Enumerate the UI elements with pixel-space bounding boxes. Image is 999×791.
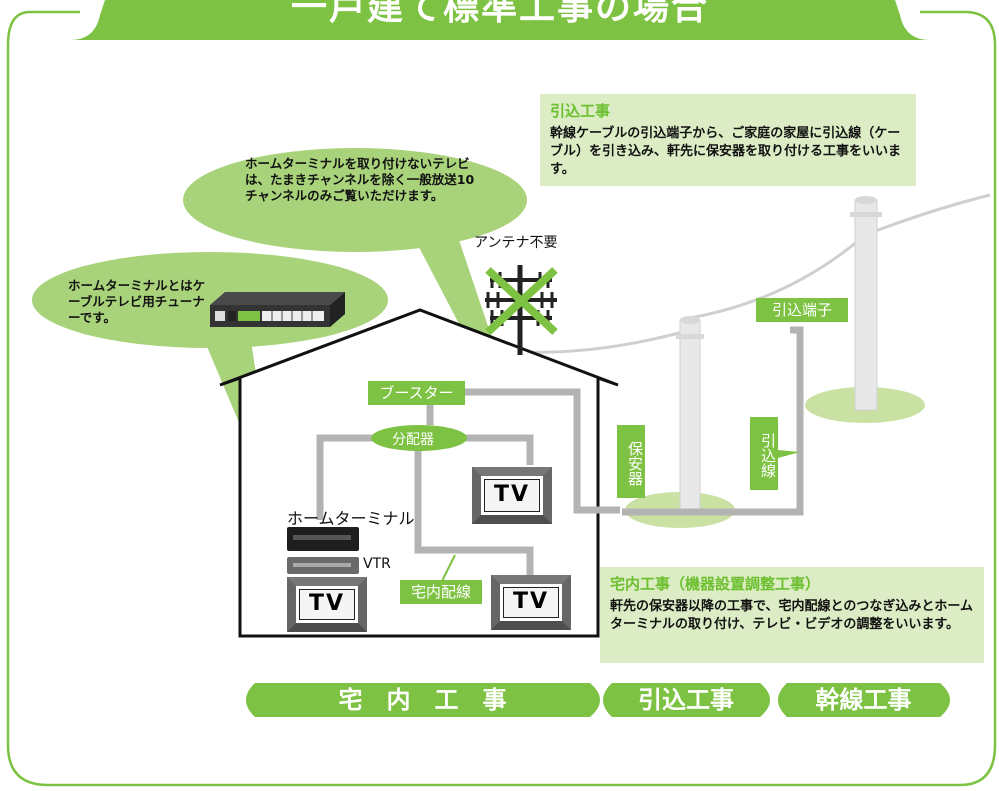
overhead-cable-left	[519, 328, 691, 354]
antenna-icon	[485, 265, 558, 355]
outer-frame	[6, 10, 997, 787]
overhead-cable-mid	[689, 233, 866, 320]
takunai-note: 宅内工事（機器設置調整工事） 軒先の保安器以降の工事で、宅内配線とのつなぎ込みと…	[600, 567, 984, 663]
tv-upper-right: TV	[472, 467, 552, 524]
home-terminal-slot	[293, 535, 351, 540]
splitter-shape	[371, 425, 467, 451]
tv-lower-left: TV	[287, 577, 367, 632]
booster-tag: ブースター	[368, 381, 465, 405]
drop-wire-pointer	[778, 450, 800, 458]
tv-note-bubble-text: ホームターミナルを取り付けないテレビは、たまきチャンネルを除く一般放送10チャン…	[245, 156, 475, 203]
hikikomi-note-heading: 引込工事	[550, 102, 611, 120]
tv-lower-right: TV	[491, 575, 571, 630]
set-top-box-illustration	[210, 292, 345, 327]
footer-bars	[246, 683, 950, 717]
utility-pole-left	[676, 316, 704, 516]
utility-pole-right	[850, 196, 882, 411]
home-terminal-label: ホームターミナル	[287, 509, 415, 528]
tv-label: TV	[484, 479, 540, 512]
antenna-label: アンテナ不要	[474, 235, 558, 251]
takunai-note-text: 軒先の保安器以降の工事で、宅内配線とのつなぎ込みとホームターミナルの取り付け、テ…	[610, 599, 973, 632]
overhead-cable-right	[864, 193, 991, 237]
drop-terminal-tag: 引込端子	[756, 298, 848, 322]
splitter-label: 分配器	[392, 432, 434, 448]
home-terminal-bubble-text: ホームターミナルとはケーブルテレビ用チューナーです。	[68, 278, 206, 325]
tv-label: TV	[299, 589, 355, 620]
vtr-label: VTR	[363, 556, 391, 572]
vtr-slot	[293, 563, 351, 567]
title-tab	[70, 0, 930, 40]
drop-wire-tag: 引込線	[750, 417, 778, 490]
page-title: 一戸建て標準工事の場合	[290, 0, 709, 28]
protector-tag: 保安器	[617, 425, 645, 498]
tv-label: TV	[503, 587, 559, 618]
takunai-note-heading: 宅内工事（機器設置調整工事）	[610, 575, 821, 593]
hikikomi-note: 引込工事 幹線ケーブルの引込端子から、ご家庭の家屋に引込線（ケーブル）を引き込み…	[540, 94, 916, 186]
kansen-work-bar: 幹線工事	[815, 686, 912, 714]
indoor-wiring-tag: 宅内配線	[400, 580, 482, 604]
hikikomi-work-bar: 引込工事	[638, 686, 734, 714]
takunai-work-bar: 宅 内 工 事	[338, 686, 507, 714]
hikikomi-note-text: 幹線ケーブルの引込端子から、ご家庭の家屋に引込線（ケーブル）を引き込み、軒先に保…	[550, 126, 902, 177]
